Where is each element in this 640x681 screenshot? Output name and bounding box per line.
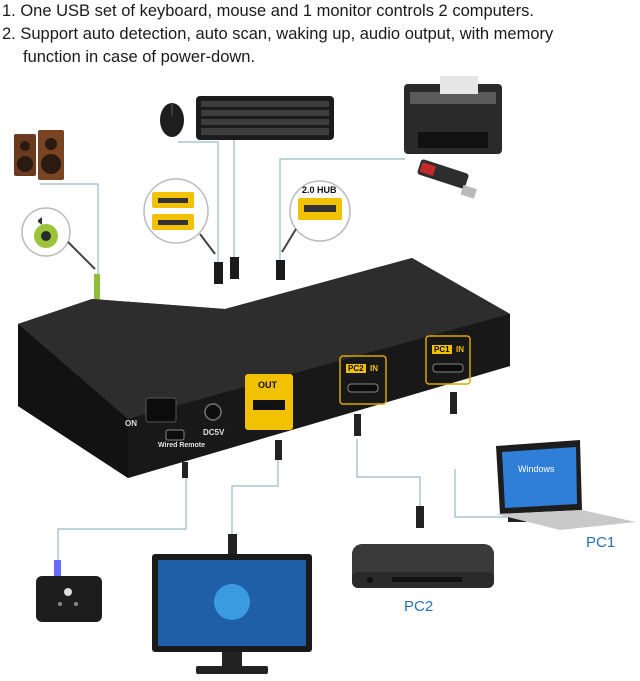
usb-plugs-keyboard-mouse — [214, 257, 285, 284]
usb-port-callout — [143, 178, 216, 255]
usb-stick-icon — [417, 159, 477, 199]
kvm-switch — [18, 258, 510, 478]
pc1-port-label: PC1 — [432, 345, 452, 354]
windows-text: Windows — [518, 464, 555, 474]
speaker-icon — [14, 130, 64, 180]
dc5v-label: DC5V — [203, 428, 225, 437]
audio-port-callout — [21, 207, 96, 270]
laptop-pc1-icon — [496, 440, 636, 530]
keyboard-icon — [196, 96, 334, 140]
wired-remote-icon — [36, 576, 102, 622]
mini-pc-pc2-icon — [352, 544, 494, 588]
pc2-in-label: IN — [370, 364, 378, 373]
pc1-label: PC1 — [586, 534, 616, 551]
on-label: ON — [125, 419, 137, 428]
hdmi-out-label: OUT — [258, 380, 277, 390]
feature-1: 1. One USB set of keyboard, mouse and 1 … — [2, 2, 534, 20]
usb-hub-label: 2.0 HUB — [302, 185, 337, 195]
pc1-in-label: IN — [456, 345, 464, 354]
printer-icon — [404, 76, 502, 154]
feature-list: 1. One USB set of keyboard, mouse and 1 … — [0, 0, 640, 69]
feature-2: 2. Support auto detection, auto scan, wa… — [2, 25, 554, 43]
monitor-icon — [152, 554, 312, 674]
kvm-diagram: ON Wired Remote DC5V OUT PC2 IN PC1 IN 2… — [0, 74, 640, 681]
pc2-port-label: PC2 — [346, 364, 366, 373]
wired-remote-label: Wired Remote — [158, 442, 206, 449]
feature-2-continued: function in case of power-down. — [23, 48, 256, 66]
usb-hub-callout — [281, 180, 351, 253]
pc2-label: PC2 — [404, 598, 434, 615]
mouse-icon — [160, 103, 184, 137]
